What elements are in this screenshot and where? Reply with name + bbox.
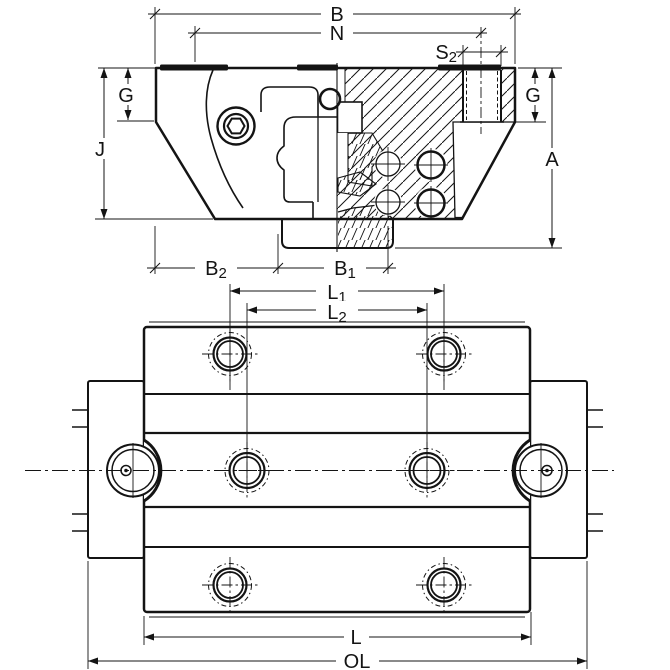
grease-port (318, 87, 342, 111)
seal-strips (160, 64, 501, 71)
carriage-steps (144, 393, 530, 548)
dim-B2-B1: B2 B1 (147, 257, 396, 282)
carriage-body-plan (142, 325, 532, 614)
dim-label-A: A (545, 149, 559, 171)
rail-cutout-contour (276, 116, 337, 219)
ball-bearings (371, 147, 448, 220)
dim-label-L2: L2 (327, 302, 346, 326)
end-cap-face-details (205, 69, 342, 219)
dim-label-B2: B2 (205, 258, 227, 282)
rail-edges-plan (144, 431, 530, 509)
rail-section (337, 132, 394, 248)
dim-L1: L1 (230, 281, 444, 306)
carriage-profile (154, 66, 517, 221)
dim-label-L: L (350, 627, 361, 649)
dim-A: A (539, 68, 565, 248)
dim-L2: L2 (247, 301, 427, 326)
relief-wedge (452, 121, 517, 219)
dim-N: N (188, 22, 487, 45)
dim-label-B: B (330, 4, 343, 26)
dim-J: J (89, 68, 112, 219)
dim-label-B1: B1 (334, 258, 356, 282)
dimensions-cross-section: B N S2 G (89, 3, 565, 282)
dim-label-OL: OL (344, 651, 371, 670)
threaded-hole (460, 27, 504, 134)
mounting-holes (202, 326, 472, 613)
hole (202, 557, 258, 613)
dim-label-J: J (95, 139, 105, 161)
chamfer-edges (149, 321, 525, 618)
dim-label-S2: S2 (435, 42, 457, 66)
dim-label-G-right: G (525, 85, 541, 107)
dim-L: L (144, 626, 531, 649)
hole (416, 557, 472, 613)
dim-label-N: N (330, 23, 344, 45)
dim-label-G-left: G (118, 85, 134, 107)
dim-label-L1: L1 (327, 282, 346, 306)
side-port-stubs (72, 409, 603, 532)
rail-tongue (337, 171, 377, 197)
rail-bottom-left (282, 219, 337, 248)
socket-screw (216, 106, 256, 146)
retainer-clamp (336, 101, 363, 134)
rail-bottom-outline (281, 219, 394, 249)
dimensions-plan: L1 L2 L (87, 281, 588, 670)
dim-G-left: G (113, 68, 139, 120)
cross-section-view: B N S2 G (89, 3, 565, 282)
dim-S2: S2 (435, 42, 508, 66)
plan-view: L1 L2 L (25, 281, 614, 670)
center-strip (337, 68, 345, 102)
dim-B: B (148, 3, 521, 26)
dim-G-right: G (520, 68, 546, 122)
dim-OL: OL (88, 650, 587, 670)
